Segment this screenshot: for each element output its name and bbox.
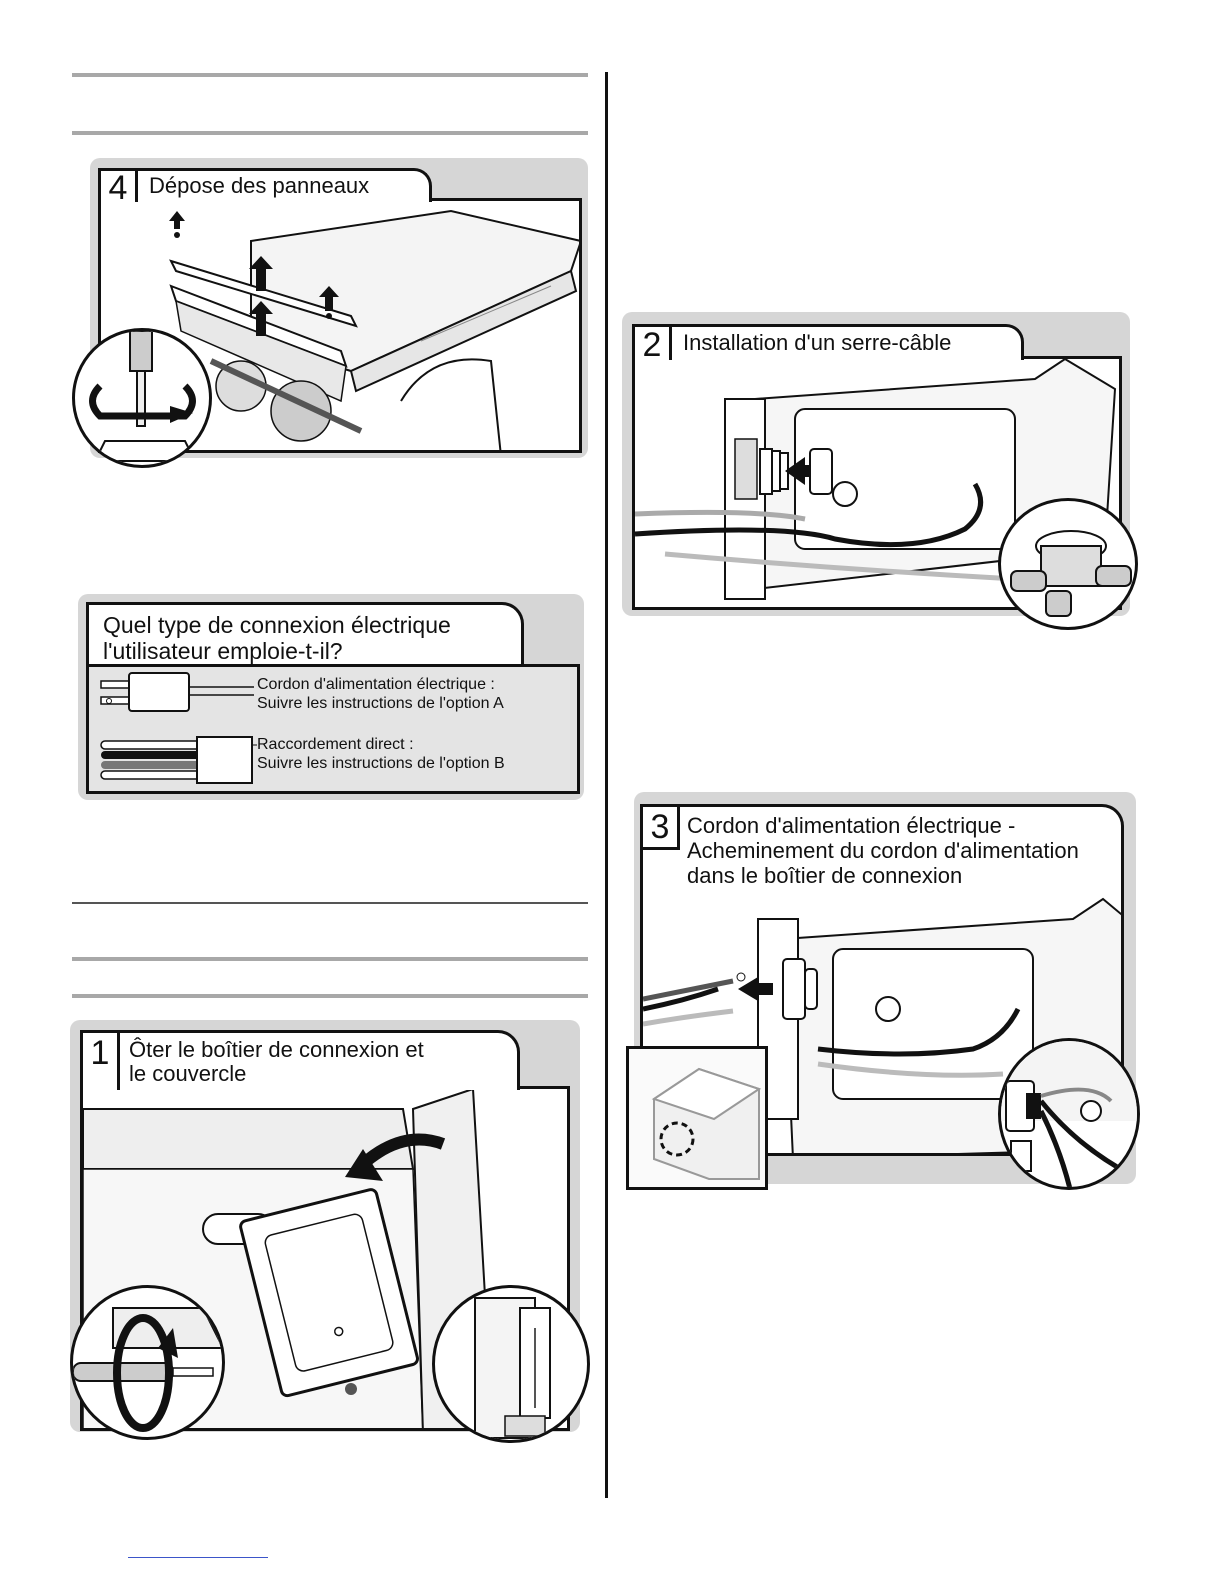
screwdriver-detail-circle xyxy=(72,328,212,468)
figure-tab: 3 Cordon d'alimentation électrique - Ach… xyxy=(640,804,1124,890)
figure-title-line-2: Acheminement du cordon d'alimentation xyxy=(687,838,1079,863)
power-plug-icon xyxy=(100,672,254,712)
figure-title-line-1: Ôter le boîtier de connexion et xyxy=(129,1037,424,1062)
footer-link-underline xyxy=(128,1557,268,1558)
figure-title: Installation d'un serre-câble xyxy=(683,330,952,355)
figure-title-line-3: dans le boîtier de connexion xyxy=(687,863,963,888)
strain-relief-detail-circle xyxy=(998,498,1138,630)
figure-number: 1 xyxy=(83,1033,120,1090)
direct-wire-icon xyxy=(100,736,257,784)
section-rule xyxy=(72,994,588,998)
figure-title-line-1: Cordon d'alimentation électrique - xyxy=(687,813,1016,838)
figure-number: 2 xyxy=(635,327,672,363)
figure-title-line-2: le couvercle xyxy=(129,1061,247,1086)
screwdriver-icon xyxy=(129,331,153,372)
rotate-icon xyxy=(113,1314,173,1432)
question-tab: Quel type de connexion électrique l'util… xyxy=(86,602,524,668)
option-a-line-1: Cordon d'alimentation électrique : xyxy=(257,676,495,693)
figure-tab: 1 Ôter le boîtier de connexion et le cou… xyxy=(80,1030,520,1090)
option-a-line-2: Suivre les instructions de l'option A xyxy=(257,695,504,712)
option-b-line-1: Raccordement direct : xyxy=(257,736,414,753)
question-line-2: l'utilisateur emploie-t-il? xyxy=(103,638,343,664)
figure-title: Dépose des panneaux xyxy=(149,173,370,198)
rotate-icon xyxy=(89,383,196,420)
cord-connection-detail-circle xyxy=(998,1038,1140,1190)
screw-icon xyxy=(174,232,332,319)
figure-panel-removal: 4 Dépose des panneaux xyxy=(72,158,590,468)
column-divider xyxy=(605,72,608,1498)
dryer-inset xyxy=(626,1046,768,1190)
screw-detail-circle xyxy=(70,1285,225,1440)
section-rule xyxy=(72,902,588,904)
illustration-panel xyxy=(98,198,582,453)
section-rule xyxy=(72,73,588,77)
arrow-up-icon xyxy=(169,211,339,336)
box-detail-circle xyxy=(432,1285,590,1443)
section-rule xyxy=(72,957,588,961)
connection-type-box: Quel type de connexion électrique l'util… xyxy=(78,594,588,804)
figure-power-cord-routing: 3 Cordon d'alimentation électrique - Ach… xyxy=(626,792,1142,1192)
figure-tab: 4 Dépose des panneaux xyxy=(98,168,432,205)
question-line-1: Quel type de connexion électrique xyxy=(103,612,451,638)
section-rule xyxy=(72,131,588,135)
screwdriver-icon xyxy=(73,1362,174,1382)
illustration-panel xyxy=(640,886,1124,1156)
figure-remove-junction-box: 1 Ôter le boîtier de connexion et le cou… xyxy=(70,1020,590,1445)
options-panel: Cordon d'alimentation électrique : Suivr… xyxy=(86,664,580,794)
figure-tab: 2 Installation d'un serre-câble xyxy=(632,324,1024,363)
figure-number: 3 xyxy=(643,807,680,850)
option-b-line-2: Suivre les instructions de l'option B xyxy=(257,755,505,772)
figure-number: 4 xyxy=(101,171,138,205)
dryer-top-illustration xyxy=(169,209,579,450)
figure-strain-relief: 2 Installation d'un serre-câble xyxy=(622,312,1142,634)
